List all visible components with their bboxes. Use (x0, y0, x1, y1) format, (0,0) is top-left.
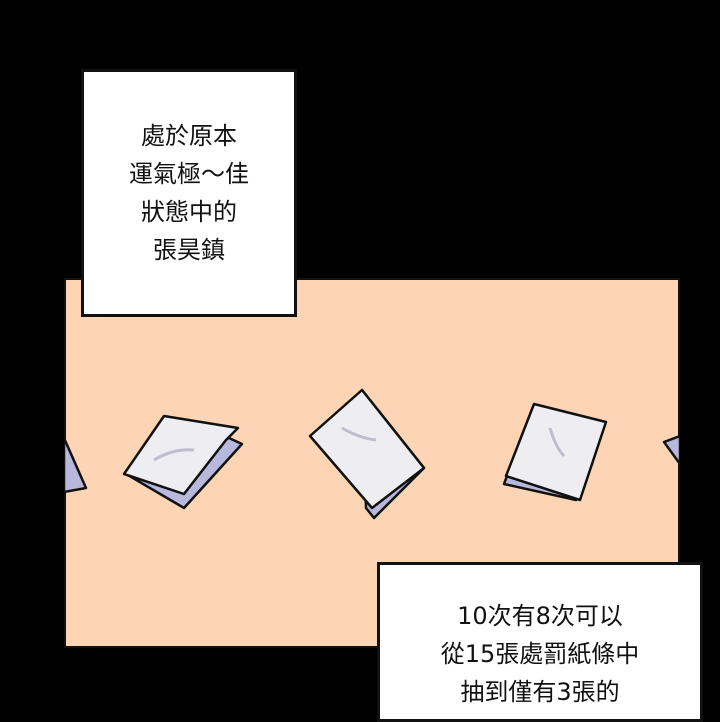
paper-1 (64, 436, 88, 494)
folded-papers-illustration (64, 388, 680, 520)
narration-box-top: 處於原本 運氣極～佳 狀態中的 張昊鎮 (81, 69, 297, 317)
paper-5 (662, 434, 680, 466)
caption-line: 處於原本 (141, 122, 237, 150)
caption-line: 張昊鎮 (153, 236, 225, 264)
caption-line: 抽到僅有3張的 (460, 678, 620, 706)
caption-line: 10次有8次可以 (457, 602, 623, 630)
paper-2 (122, 414, 244, 510)
caption-line: 狀態中的 (141, 198, 237, 226)
narration-box-bottom: 10次有8次可以 從15張處罰紙條中 抽到僅有3張的 (377, 562, 703, 722)
caption-line: 從15張處罰紙條中 (440, 640, 640, 668)
paper-3 (308, 388, 426, 520)
paper-4 (502, 402, 608, 502)
caption-line: 運氣極～佳 (129, 160, 249, 188)
